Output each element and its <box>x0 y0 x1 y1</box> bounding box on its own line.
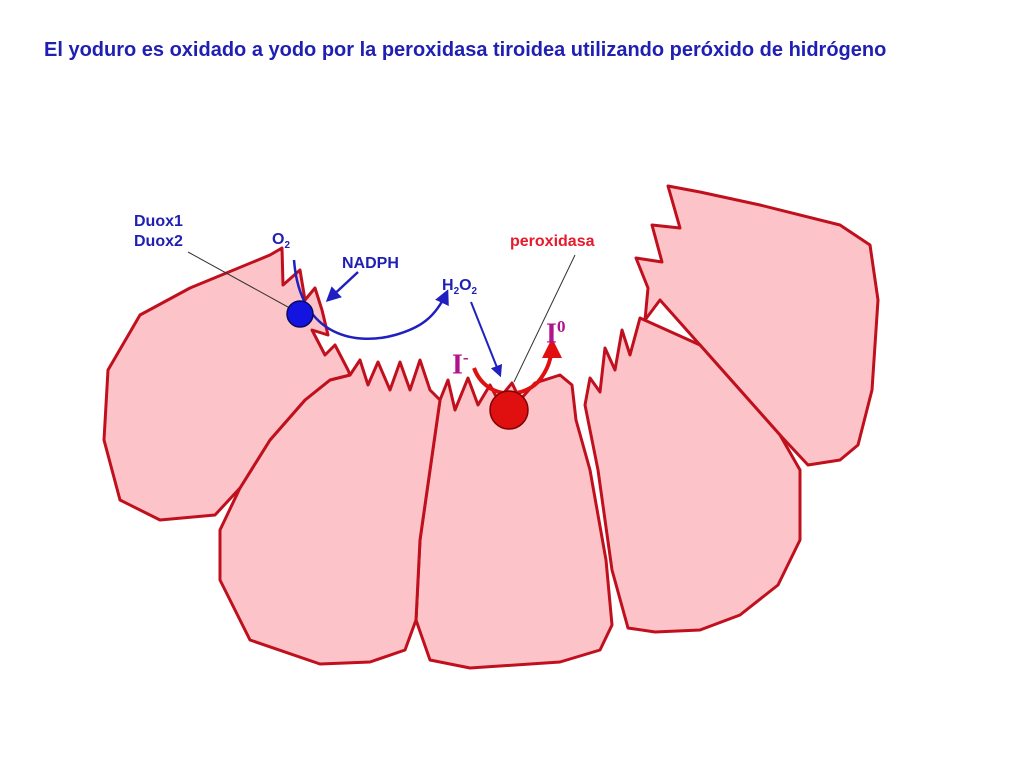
duox-enzyme-circle <box>286 300 314 328</box>
iodide-charge: - <box>462 348 469 367</box>
h2o2-label: H2O2 <box>442 276 477 302</box>
iodine-main: I <box>546 318 557 350</box>
h2o2-arrow <box>470 301 503 378</box>
peroxidase-enzyme-circle <box>489 390 529 430</box>
o2-subscript: 2 <box>284 240 290 252</box>
iodide-to-iodine-arrow <box>472 338 562 396</box>
o2-main: O <box>272 231 285 248</box>
peroxidasa-label: peroxidasa <box>510 233 595 250</box>
peroxidasa-pointer-line <box>513 254 576 383</box>
iodine-oxidation-state: 0 <box>556 317 566 336</box>
h2o2-subscript-1: 2 <box>453 286 460 298</box>
follicle-cell <box>583 316 802 634</box>
duox2-label: Duox2 <box>134 233 183 250</box>
o2-label: O2 <box>272 230 290 256</box>
iodide-label: I- <box>452 343 469 380</box>
follicle-cell <box>414 373 614 670</box>
duox-label: Duox1 Duox2 <box>134 212 183 252</box>
h2o2-o: O <box>459 277 472 294</box>
duox-pointer-line <box>187 251 298 313</box>
nadph-label: NADPH <box>342 255 399 272</box>
h2o2-h: H <box>442 277 454 294</box>
iodide-main: I <box>452 349 463 381</box>
duox1-label: Duox1 <box>134 213 183 230</box>
page-title: El yoduro es oxidado a yodo por la perox… <box>44 39 887 61</box>
nadph-arrow <box>325 271 359 303</box>
iodine-label: I0 <box>546 312 566 349</box>
h2o2-subscript-2: 2 <box>471 286 478 298</box>
